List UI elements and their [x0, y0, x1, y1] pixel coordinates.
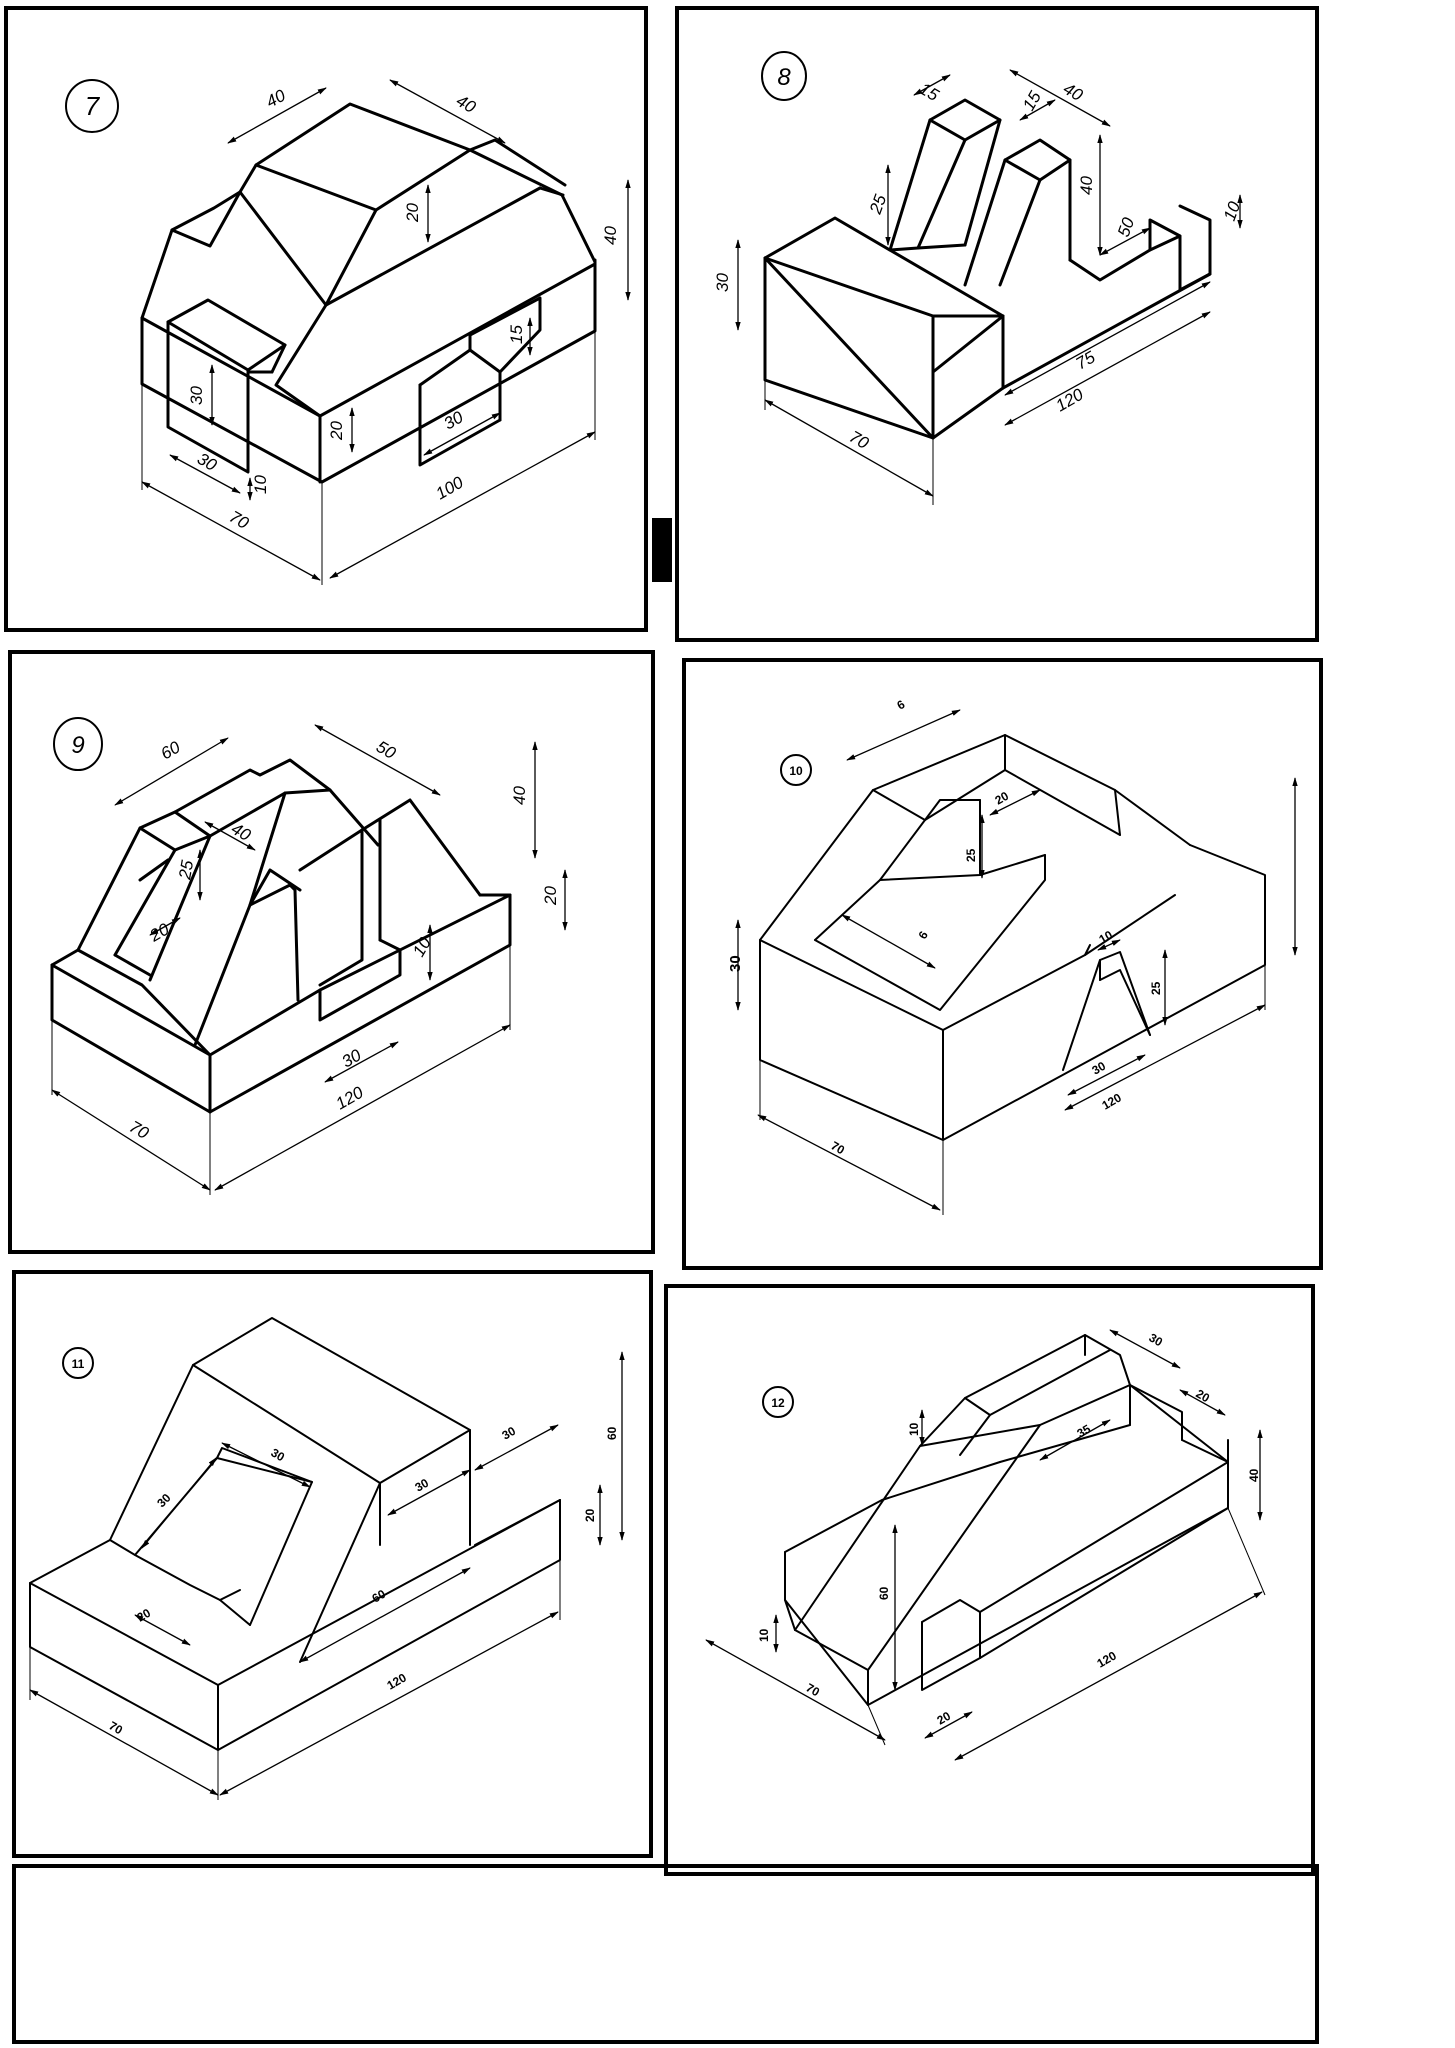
dim-label: 20 [146, 919, 173, 946]
dim-label: 60 [877, 1586, 891, 1600]
part-outline [759, 734, 1266, 1141]
dim-label: 30 [727, 955, 744, 972]
dim-label: 70 [226, 507, 252, 533]
dim-label: 25 [1149, 981, 1163, 995]
dim-label: 30 [269, 1445, 288, 1464]
dim-label: 120 [1100, 1090, 1125, 1112]
dim-label: 70 [107, 1718, 126, 1737]
dim-label: 30 [1147, 1330, 1166, 1349]
drawing-9: 9 [50, 717, 568, 1195]
dim-label: 75 [1073, 347, 1099, 373]
scan-mark [652, 518, 672, 582]
dim-label: 10 [251, 475, 270, 494]
dim-label: 10 [907, 1422, 921, 1436]
dim-label: 15 [1019, 88, 1045, 114]
part-outline [140, 102, 597, 484]
drawing-number-circle [65, 79, 119, 133]
dimensions: 30 20 10 35 40 60 10 70 20 120 [705, 1329, 1266, 1761]
drawing-11: 11 30 30 30 30 [29, 1317, 625, 1800]
drawing-7: 7 [65, 79, 631, 585]
dim-label: 30 [441, 407, 467, 433]
panel-frame-12 [664, 1284, 1315, 1876]
drawing-number-circle [761, 51, 807, 101]
dim-label: 30 [187, 386, 206, 405]
drawing-number-circle [53, 717, 103, 771]
dim-label: 25 [866, 192, 891, 218]
dim-label: 30 [500, 1424, 519, 1443]
drawing-number: 7 [85, 91, 101, 121]
dim-label: 25 [175, 858, 197, 881]
dim-label: 100 [433, 473, 468, 504]
dim-label: 40 [263, 86, 289, 112]
dim-label: 25 [964, 848, 978, 862]
dim-label: 20 [135, 1606, 154, 1625]
dim-label: 10 [409, 934, 435, 960]
dim-label: 40 [601, 226, 620, 245]
dim-label: 30 [1090, 1059, 1109, 1078]
blank-panel-frame [12, 1864, 1319, 2044]
dim-label: 60 [370, 1587, 389, 1606]
dim-label: 15 [507, 325, 526, 344]
dim-label: 20 [935, 1709, 954, 1728]
dimensions: 6 20 25 6 30 10 25 30 120 70 [727, 697, 1298, 1215]
dim-label: 60 [158, 737, 184, 763]
panel-frame-9 [8, 650, 655, 1254]
dim-label: 30 [339, 1045, 365, 1071]
part-outline [29, 1317, 561, 1751]
dim-label: 120 [1095, 1648, 1120, 1670]
dimensions: 60 50 40 40 25 20 20 10 30 120 70 [51, 724, 568, 1195]
part-outline [50, 758, 512, 1114]
drawing-number: 10 [789, 764, 803, 778]
dim-label: 20 [1194, 1386, 1213, 1405]
drawing-number: 11 [72, 1357, 85, 1371]
dim-label: 20 [583, 1508, 597, 1522]
dimensions: 40 40 20 40 15 30 20 30 30 10 70 100 [141, 79, 631, 585]
drawing-12: 12 30 20 [705, 1329, 1266, 1761]
dim-label: 60 [605, 1426, 619, 1440]
dim-label: 35 [1075, 1422, 1094, 1441]
dim-label: 120 [333, 1083, 368, 1114]
dim-label: 40 [1060, 79, 1086, 105]
dim-label: 10 [757, 1628, 771, 1642]
panel-frame-11 [12, 1270, 653, 1858]
dimensions: 30 30 30 30 60 20 20 60 120 70 [29, 1351, 625, 1800]
drawing-number-circle [62, 1347, 94, 1379]
dim-label: 15 [916, 79, 942, 105]
dim-label: 30 [413, 1476, 432, 1495]
dim-label: 6 [915, 928, 931, 941]
dim-label: 20 [993, 789, 1012, 808]
dim-label: 40 [453, 91, 479, 117]
dim-label: 20 [403, 203, 422, 223]
panel-frame-7 [4, 6, 648, 632]
drawing-number: 9 [71, 732, 84, 759]
drawing-number: 8 [777, 64, 791, 91]
dim-label: 30 [713, 273, 732, 292]
drawing-number-circle [762, 1386, 794, 1418]
dim-label: 120 [385, 1670, 410, 1692]
drawing-number-circle [780, 754, 812, 786]
dim-label: 20 [327, 421, 346, 441]
dim-label: 70 [804, 1680, 823, 1699]
panel-frame-8 [675, 6, 1319, 642]
dim-label: 20 [541, 886, 560, 906]
dim-label: 40 [1247, 1468, 1261, 1482]
dim-label: 70 [829, 1138, 848, 1157]
panel-frame-10 [682, 658, 1323, 1270]
dim-label: 6 [895, 697, 908, 713]
part-outline [784, 1334, 1229, 1706]
dim-label: 40 [510, 786, 529, 805]
dim-label: 30 [154, 1491, 174, 1511]
dim-label: 10 [1097, 928, 1116, 947]
part-outline [763, 98, 1212, 440]
dim-label: 40 [1077, 176, 1096, 195]
dim-label: 10 [1220, 199, 1245, 224]
dim-label: 120 [1053, 385, 1088, 416]
drawing-8: 8 15 15 40 [713, 51, 1245, 505]
drawing-number: 12 [771, 1396, 785, 1410]
drawing-10: 10 6 20 [727, 697, 1298, 1215]
